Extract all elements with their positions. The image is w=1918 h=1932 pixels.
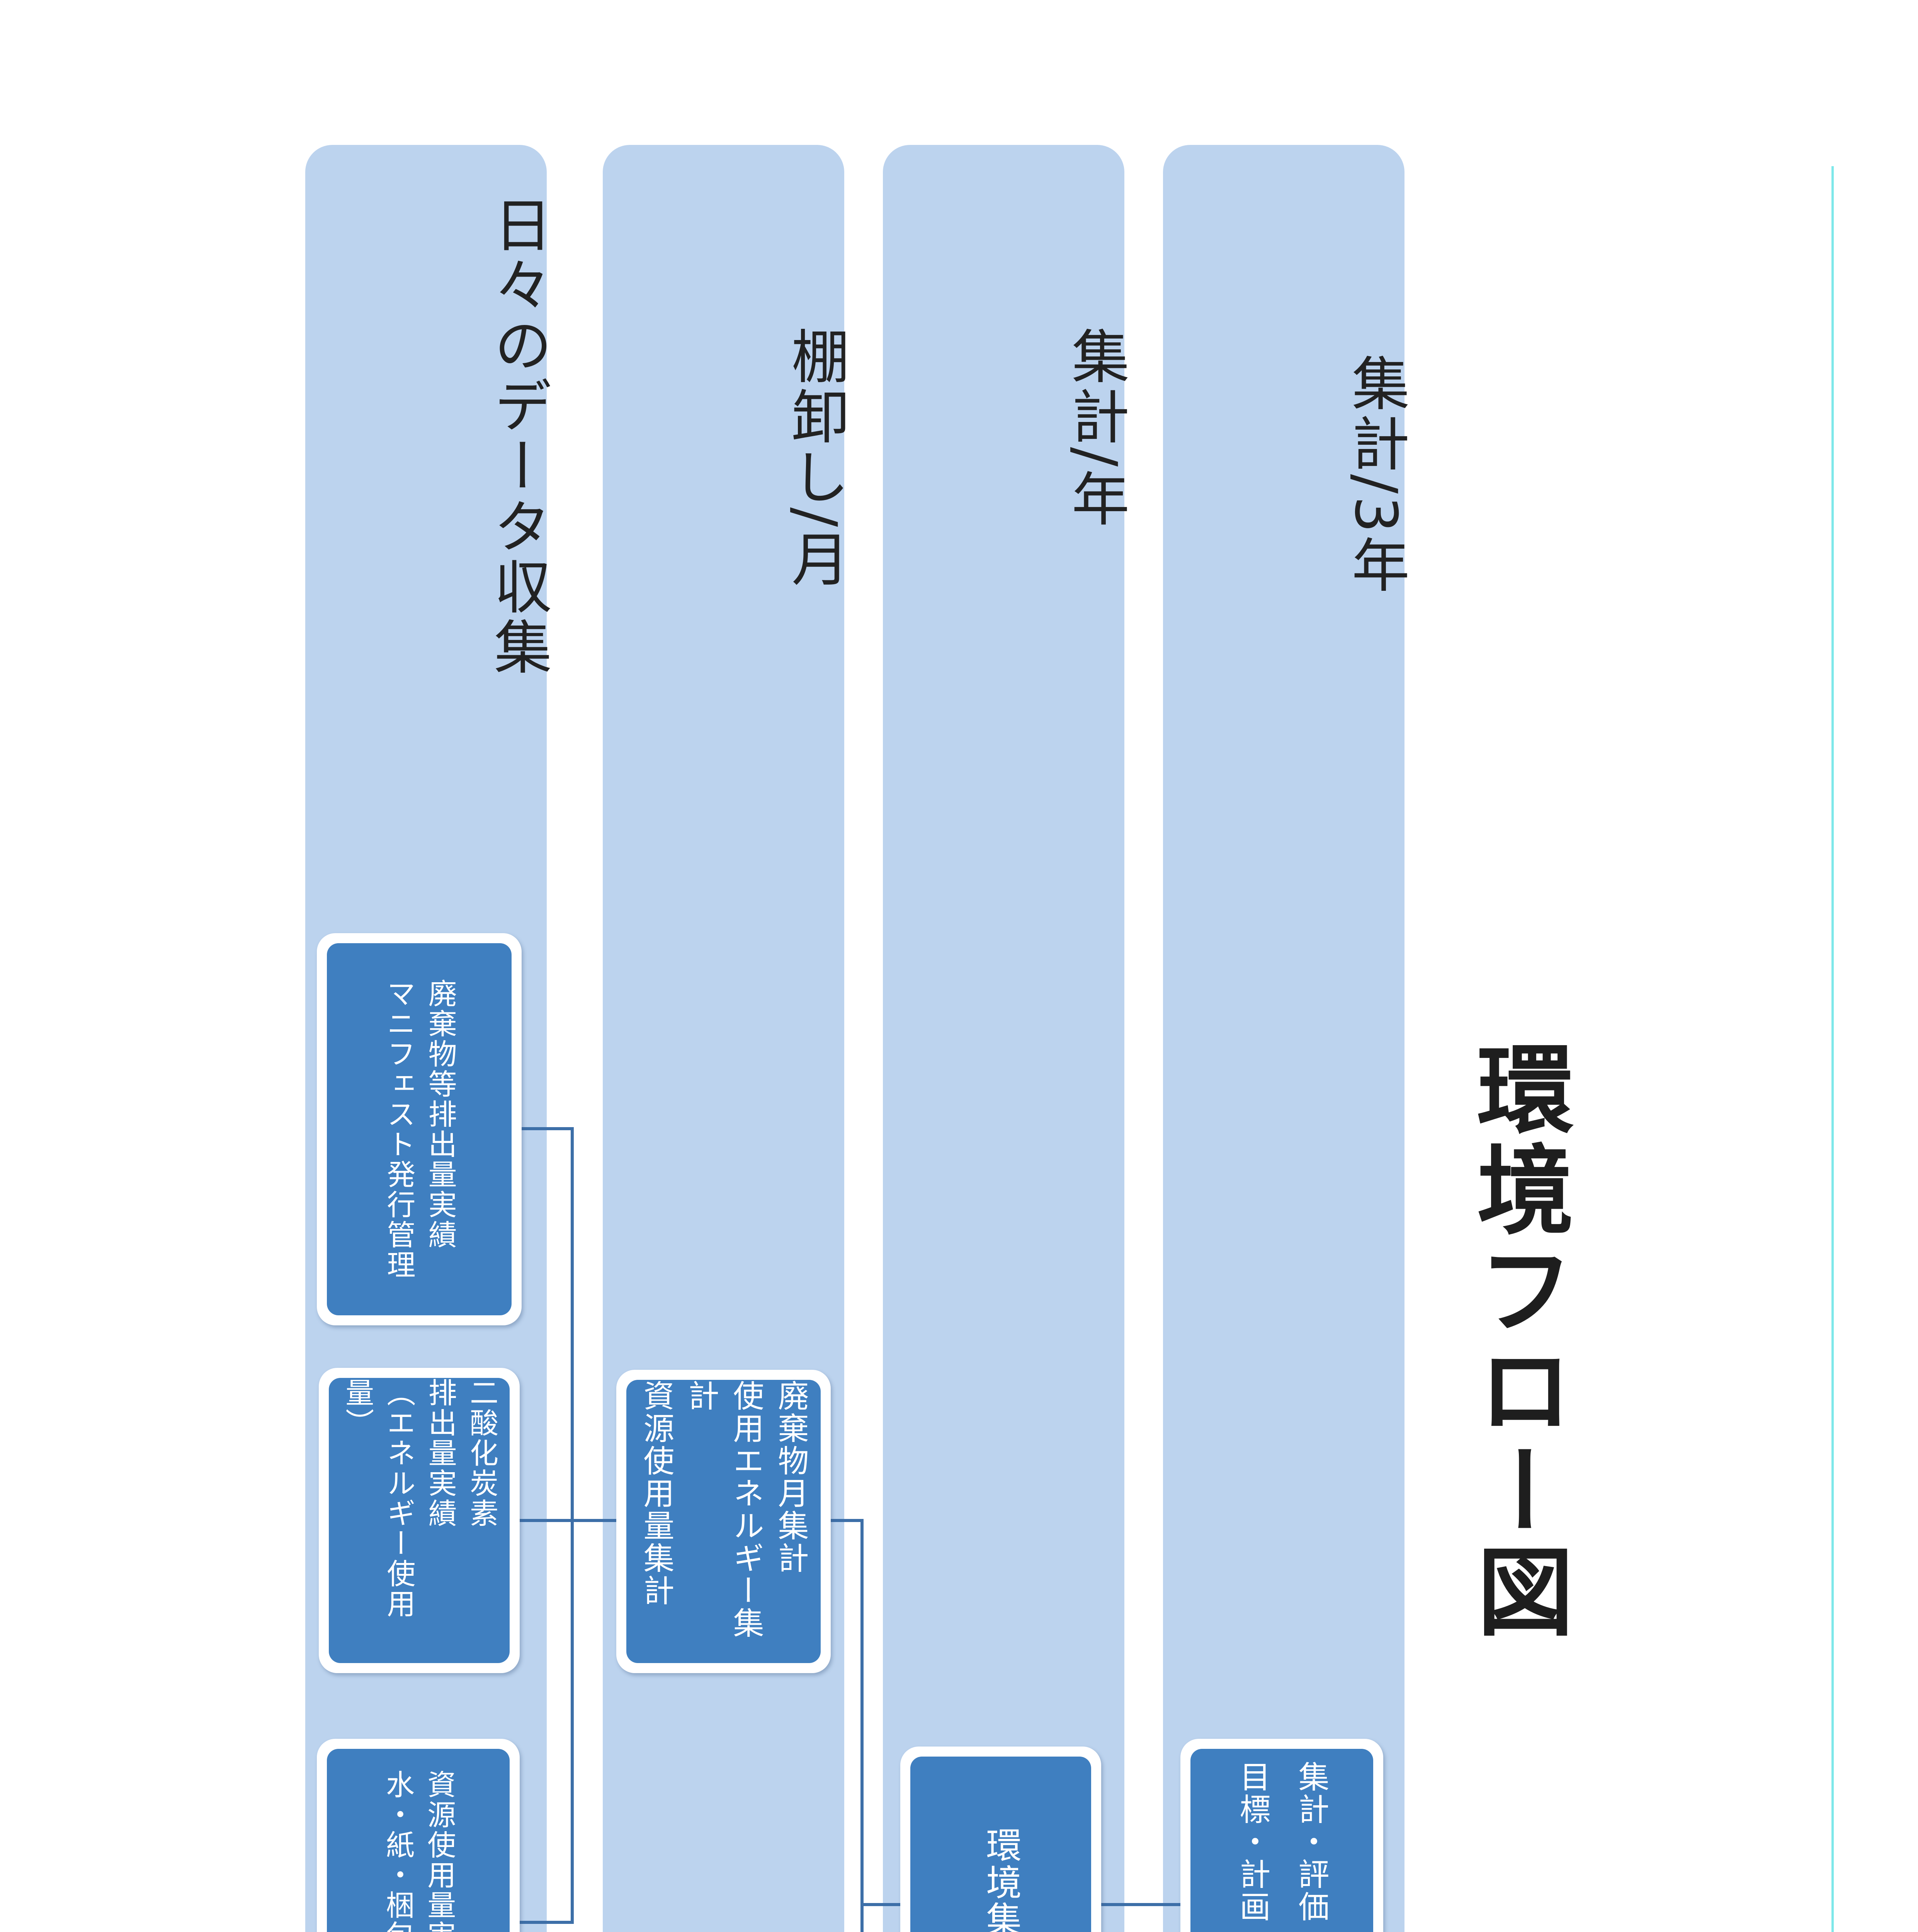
box-review-and-plan[interactable]: 集計・評価・見直し 目標・計画 [1180,1739,1383,1932]
lane-yearly-summary: 集計/年 [883,145,1129,1932]
connector-waste-to-bus [520,1127,574,1130]
box-label: 集計・評価・見直し 目標・計画 [1234,1761,1330,1932]
connector-monthly-out [829,1519,864,1522]
box-label: 二酸化炭素 排出量実績 （エネルギー使用量） [340,1378,498,1619]
box-fill: 環境集計 [910,1757,1091,1932]
lane-title: 棚卸し/月 [782,327,849,590]
lane-triennial-summary: 集計/3年 [1163,145,1409,1932]
box-monthly-summary[interactable]: 廃棄物月集計 使用エネルギー集計 資源使用量集計 [616,1370,831,1673]
connector-resource-to-bus [520,1921,574,1924]
connector-env-to-review [1099,1903,1182,1906]
lane-title: 集計/年 [1062,327,1129,529]
connector-left-bus [571,1127,574,1924]
box-waste-output-record[interactable]: 廃棄物等排出量実績 マニフェスト発行管理 [317,933,522,1325]
box-label: 廃棄物月集計 使用エネルギー集計 資源使用量集計 [638,1380,809,1639]
lane-title: 日々のデータ収集 [484,195,551,677]
box-label: 廃棄物等排出量実績 マニフェスト発行管理 [382,978,457,1280]
box-label: 資源使用量実績 水・紙・梱包材使用量 [381,1770,456,1932]
box-fill: 廃棄物等排出量実績 マニフェスト発行管理 [327,943,512,1315]
box-label: 環境集計 [980,1827,1022,1932]
margin-line [1831,166,1834,1932]
connector-co2-to-bus [520,1519,574,1522]
box-resource-usage-record[interactable]: 資源使用量実績 水・紙・梱包材使用量 [317,1739,520,1932]
lane-title: 集計/3年 [1342,354,1409,595]
box-fill: 集計・評価・見直し 目標・計画 [1190,1749,1373,1932]
box-fill: 二酸化炭素 排出量実績 （エネルギー使用量） [329,1378,510,1663]
connector-bus-to-monthly [571,1519,619,1522]
box-environment-summary[interactable]: 環境集計 [900,1747,1101,1932]
page-title: 環境フロー図 [1461,1039,1573,1642]
connector-bus-to-env [860,1903,903,1906]
box-fill: 廃棄物月集計 使用エネルギー集計 資源使用量集計 [626,1380,821,1663]
box-co2-output-record[interactable]: 二酸化炭素 排出量実績 （エネルギー使用量） [319,1368,520,1673]
box-fill: 資源使用量実績 水・紙・梱包材使用量 [327,1749,510,1932]
connector-mid-bus [860,1519,864,1932]
